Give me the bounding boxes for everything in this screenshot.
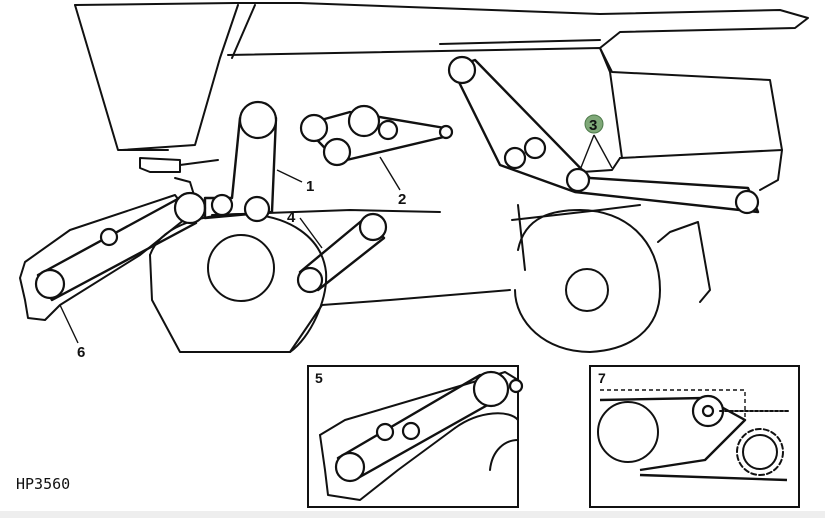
- belt-3-small-pulley-b: [523, 136, 547, 160]
- belt-3-top-pulley: [447, 55, 477, 85]
- belt-1-left-pulley: [210, 193, 234, 217]
- inset-5-idler-b: [401, 421, 421, 441]
- belt-4-lower-pulley: [296, 266, 324, 294]
- belt-4-upper-pulley: [358, 212, 388, 242]
- feeder-idler-pulley: [99, 227, 119, 247]
- leader-lines: [59, 134, 613, 344]
- front-wheel: [149, 213, 328, 353]
- figure-id: HP3560: [16, 475, 70, 493]
- belt-1-assembly: [203, 100, 278, 223]
- inset-5-label: 5: [315, 370, 323, 386]
- rear-wheel: [514, 209, 661, 353]
- belt-2-left-pulley: [299, 113, 329, 143]
- inset-5: 5: [307, 365, 524, 508]
- callout-4: 4: [287, 209, 296, 226]
- belt-2-small-pulley: [377, 119, 399, 141]
- inset-5-lower-pulley: [334, 451, 366, 483]
- belt-3-mid-pulley: [565, 167, 591, 193]
- combine-body-outline: [74, 2, 809, 353]
- feeder-lower-pulley: [34, 268, 66, 300]
- belt-2-lower-pulley: [322, 137, 352, 167]
- belt-1-top-pulley: [238, 100, 278, 140]
- belt-3-right-pulley: [734, 189, 760, 215]
- belt-4-assembly: [296, 212, 388, 294]
- belt-3-assembly: [447, 55, 760, 215]
- callout-1: 1: [306, 178, 314, 195]
- inset-7: 7: [589, 365, 800, 508]
- belt-6-assembly: [34, 191, 207, 302]
- belt-2-right-pulley: [438, 124, 454, 140]
- inset-5-upper-pulley: [472, 370, 510, 408]
- inset-5-idler-a: [375, 422, 395, 442]
- callout-6: 6: [77, 344, 85, 361]
- belt-2-assembly: [299, 104, 454, 167]
- callout-3-marker: [584, 114, 604, 134]
- feeder-upper-pulley: [173, 191, 207, 225]
- callout-2: 2: [398, 191, 406, 208]
- inset-5-edge-pulley: [508, 378, 524, 394]
- bottom-strip: [0, 511, 825, 518]
- feeder-house: [19, 194, 191, 321]
- inset-7-label: 7: [598, 370, 606, 386]
- callout-3: 3: [589, 117, 597, 134]
- belt-3-small-pulley-a: [503, 146, 527, 170]
- belt-2-mid-pulley: [347, 104, 381, 138]
- belt-1-bottom-pulley: [243, 195, 271, 223]
